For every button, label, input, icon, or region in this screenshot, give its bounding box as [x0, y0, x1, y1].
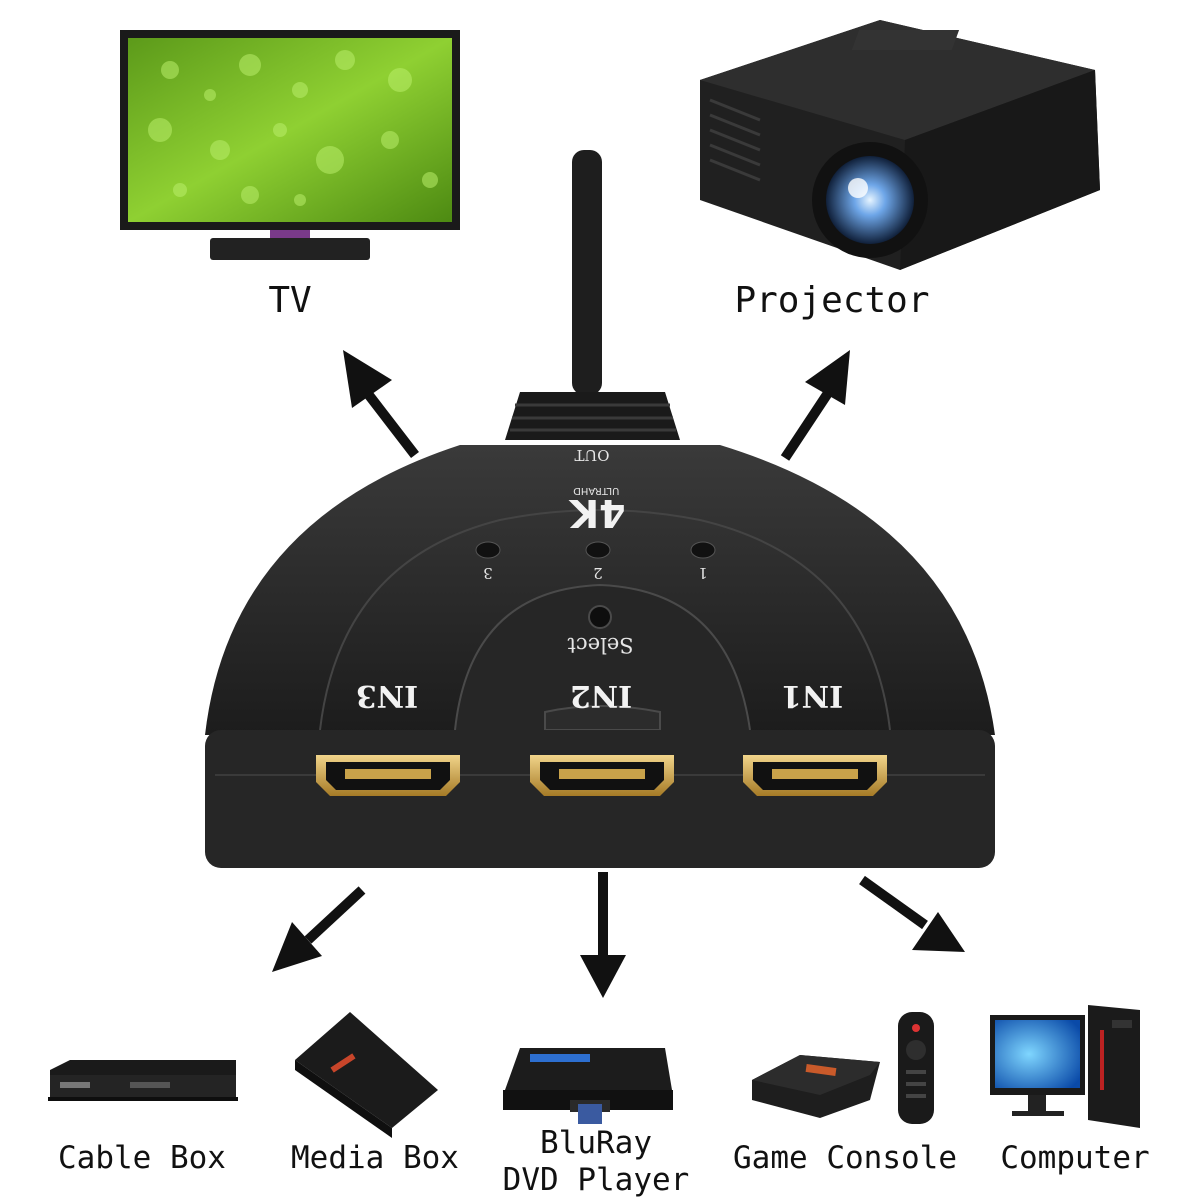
hdmi-switch: OUT ULTRAHD 4K 3 2 1 Select IN3 IN2 IN1 [205, 150, 995, 868]
output-label: OUT [575, 446, 610, 464]
indicator-led-1 [690, 541, 716, 559]
monitor-screen [995, 1020, 1080, 1088]
projector-label: Projector [734, 280, 929, 321]
game-console-device [752, 1012, 934, 1124]
indicator-led-3 [475, 541, 501, 559]
cable-box-label: Cable Box [58, 1140, 226, 1176]
hdmi-port-in2[interactable] [530, 755, 674, 796]
computer-label: Computer [1000, 1140, 1149, 1176]
arrow-to-computer [859, 875, 965, 952]
projector-device [700, 20, 1100, 270]
4k-badge: 4K [568, 491, 625, 535]
select-button[interactable] [588, 605, 612, 629]
bluray-label-line2: DVD Player [503, 1162, 690, 1198]
indicator-number-2: 2 [593, 564, 603, 582]
switch-front-face [205, 730, 995, 868]
input-label-in1: IN1 [781, 678, 843, 713]
remote-control [898, 1012, 934, 1124]
output-cable [572, 150, 602, 395]
arrow-to-cable-box [272, 886, 366, 972]
arrow-to-bluray [580, 872, 626, 998]
vent-slats [709, 98, 761, 182]
bluray-player-device [503, 1048, 673, 1124]
tv-label: TV [268, 280, 311, 321]
arrow-to-tv [343, 350, 419, 459]
hdmi-port-in1[interactable] [743, 755, 887, 796]
input-label-in3: IN3 [356, 678, 418, 713]
indicator-number-1: 1 [698, 564, 708, 582]
indicator-number-3: 3 [483, 564, 493, 582]
hdmi-port-in3[interactable] [316, 755, 460, 796]
indicator-led-2 [585, 541, 611, 559]
computer-device [990, 1005, 1140, 1128]
cable-box-device [48, 1060, 238, 1101]
ultrahd-label: ULTRAHD [573, 485, 620, 496]
input-label-in2: IN2 [570, 678, 632, 713]
cable-strain-relief [505, 392, 680, 440]
tv-device [120, 30, 460, 260]
water-drops [148, 50, 438, 206]
game-console-label: Game Console [733, 1140, 957, 1176]
bluray-label-line1: BluRay [540, 1125, 652, 1161]
arrow-to-projector [780, 350, 850, 461]
select-label: Select [567, 633, 634, 657]
media-box-device [295, 1012, 438, 1138]
arrows [272, 350, 965, 998]
media-box-label: Media Box [291, 1140, 459, 1176]
